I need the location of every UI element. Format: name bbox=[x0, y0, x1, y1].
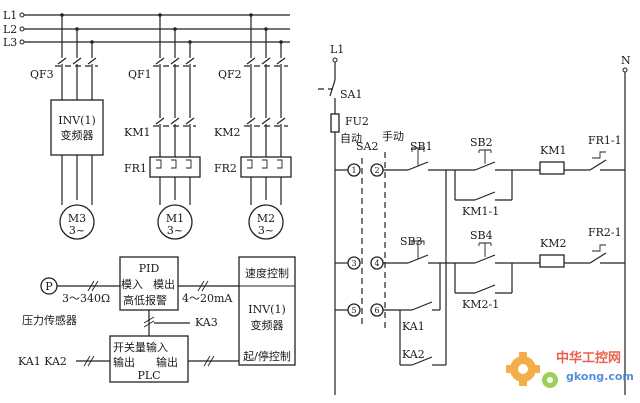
pid-section: P 3～340Ω 压力传感器 PID 模入 模出 高低报警 4～20mA 速度控… bbox=[18, 256, 296, 383]
qf2-label: QF2 bbox=[218, 68, 242, 81]
neutral-label: N bbox=[621, 54, 631, 67]
pressure-sensor-label: 压力传感器 bbox=[22, 314, 77, 327]
km2-aux-label: KM2-1 bbox=[462, 298, 499, 311]
pid-title: PID bbox=[139, 262, 160, 275]
ka-inputs-label: KA1 KA2 bbox=[18, 355, 67, 368]
ka1-label: KA1 bbox=[402, 320, 425, 333]
motor-m1-name: M1 bbox=[166, 212, 184, 225]
branch-m2: QF2 KM2 FR2 M2 3~ bbox=[214, 13, 292, 240]
plc-output-left: 输出 bbox=[113, 355, 135, 369]
sb3-label: SB3 bbox=[400, 235, 423, 248]
sa1-label: SA1 bbox=[340, 88, 362, 101]
motor-m3-name: M3 bbox=[68, 212, 86, 225]
km2-coil bbox=[539, 254, 565, 268]
motor-m3-symbol bbox=[59, 204, 95, 240]
qf3-label: QF3 bbox=[30, 68, 54, 81]
ka2-label: KA2 bbox=[402, 348, 425, 361]
branch-m3: QF3 INV(1) 变频器 M3 3~ bbox=[30, 13, 104, 240]
inv-control-line2: 变频器 bbox=[251, 318, 284, 332]
km2-coil-label: KM2 bbox=[540, 237, 566, 250]
bus-label-l3: L3 bbox=[3, 36, 17, 49]
resistance-range: 3～340Ω bbox=[62, 292, 110, 305]
fr11-label: FR1-1 bbox=[588, 134, 622, 147]
motor-m3-sub: 3~ bbox=[69, 224, 85, 237]
speed-control-label: 速度控制 bbox=[245, 266, 289, 280]
plc-label: PLC bbox=[137, 369, 160, 382]
pid-alarm: 高低报警 bbox=[123, 293, 167, 307]
motor-m2-name: M2 bbox=[257, 212, 275, 225]
fu2-label: FU2 bbox=[345, 115, 369, 128]
node-4: 4 bbox=[374, 259, 379, 268]
plc-box bbox=[109, 335, 189, 383]
node-6: 6 bbox=[374, 306, 379, 315]
sb4-label: SB4 bbox=[470, 229, 493, 242]
km1-coil-label: KM1 bbox=[540, 144, 566, 157]
power-bus: L1 L2 L3 bbox=[3, 9, 290, 49]
motor-m2-symbol bbox=[248, 204, 284, 240]
node-5: 5 bbox=[351, 306, 356, 315]
fr21-label: FR2-1 bbox=[588, 226, 622, 239]
ka3-label: KA3 bbox=[195, 316, 218, 329]
motor-m1-sub: 3~ bbox=[167, 224, 183, 237]
node-2: 2 bbox=[374, 166, 379, 175]
bus-label-l2: L2 bbox=[3, 23, 17, 36]
pid-mode-out: 模出 bbox=[153, 277, 175, 291]
km1-power-label: KM1 bbox=[124, 126, 150, 139]
node-3: 3 bbox=[351, 259, 356, 268]
pid-box bbox=[119, 256, 179, 311]
sb2-label: SB2 bbox=[470, 136, 493, 149]
sb1-label: SB1 bbox=[410, 140, 433, 153]
bus-label-l1: L1 bbox=[3, 9, 17, 22]
control-l1-label: L1 bbox=[330, 43, 344, 56]
inv-box-line2: 变频器 bbox=[61, 128, 94, 142]
auto-label: 自动 bbox=[340, 132, 362, 145]
node-1: 1 bbox=[351, 166, 356, 175]
inv-box-line1: INV(1) bbox=[58, 114, 96, 127]
plc-switch-input: 开关量输入 bbox=[113, 340, 168, 354]
pid-mode-in: 模入 bbox=[121, 278, 143, 291]
fr1-label: FR1 bbox=[124, 162, 147, 175]
fr2-label: FR2 bbox=[214, 162, 237, 175]
gear-icon bbox=[506, 352, 558, 388]
inv-control-line1: INV(1) bbox=[248, 303, 286, 316]
manual-label: 手动 bbox=[382, 129, 404, 143]
current-range: 4～20mA bbox=[182, 292, 233, 305]
watermark: 中华工控网 gkong.com bbox=[506, 350, 634, 388]
sa2-label: SA2 bbox=[356, 140, 378, 153]
pressure-symbol-letter: P bbox=[45, 280, 53, 293]
km1-coil bbox=[539, 161, 565, 175]
km1-aux-label: KM1-1 bbox=[462, 205, 499, 218]
fuse-fu2 bbox=[330, 113, 340, 133]
inv-control-box bbox=[238, 256, 296, 366]
branch-m1: QF1 KM1 FR1 M1 3~ bbox=[124, 13, 201, 240]
watermark-cn: 中华工控网 bbox=[556, 350, 621, 366]
control-circuit: L1 SA1 FU2 自动 SA2 手动 1 2 3 4 5 6 SB1 SB2 bbox=[318, 43, 631, 395]
motor-m2-sub: 3~ bbox=[258, 224, 274, 237]
qf1-label: QF1 bbox=[128, 68, 152, 81]
start-stop-label: 起/停控制 bbox=[243, 349, 291, 363]
plc-output-right: 输出 bbox=[156, 355, 178, 369]
watermark-url: gkong.com bbox=[566, 370, 634, 383]
motor-m1-symbol bbox=[157, 204, 193, 240]
km2-power-label: KM2 bbox=[214, 126, 240, 139]
